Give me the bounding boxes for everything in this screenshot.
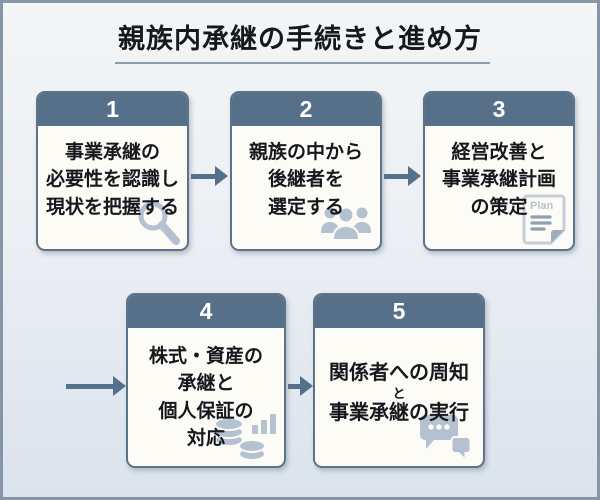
step-2-body: 親族の中から 後継者を 選定する — [232, 126, 380, 249]
step-2-number-badge: 2 — [232, 93, 380, 126]
step-5-body: 関係者への周知 と 事業承継の実行 — [315, 328, 483, 466]
step-2-text: 親族の中から 後継者を 選定する — [232, 126, 380, 221]
step-card-3: 3 Plan 経営改善と 事業承継計画 の策定 — [423, 91, 575, 251]
step-text-line: 選定する — [267, 196, 344, 218]
step-card-1: 1 事業承継の 必要性を認識し 現状を把握する — [36, 91, 189, 251]
arrow-head — [215, 166, 228, 186]
step-card-4: 4 株式・資産の 承継と 個人保証の — [126, 293, 286, 468]
step-text-line: 関係者への周知 — [329, 362, 469, 384]
step-text-line: の策定 — [470, 196, 528, 218]
arrow-shaft — [66, 383, 113, 389]
step-text-line: 現状を把握する — [45, 196, 179, 218]
step-number: 1 — [106, 96, 119, 122]
step-4-number-badge: 4 — [128, 295, 284, 328]
flow-arrow-into-4 — [66, 376, 126, 396]
step-3-number-badge: 3 — [425, 93, 573, 126]
step-text-joiner: と — [392, 385, 406, 401]
step-card-2: 2 親族の中から 後継者を 選定する — [230, 91, 382, 251]
step-5-text: 関係者への周知 と 事業承継の実行 — [315, 328, 483, 428]
step-text-line: 事業承継の実行 — [329, 401, 469, 424]
step-text-line: 必要性を認識し — [45, 169, 179, 191]
step-text-line: 親族の中から — [248, 142, 363, 163]
coins-bar-chart-icon — [214, 414, 276, 461]
step-text-line: 経営改善と — [451, 142, 547, 163]
step-number: 5 — [392, 298, 406, 324]
step-card-5: 5 関係者への周知 と 事業承継の実行 — [313, 293, 485, 468]
arrow-shaft — [191, 173, 215, 179]
step-1-text: 事業承継の 必要性を認識し 現状を把握する — [38, 126, 187, 221]
title-underline — [115, 62, 490, 64]
step-text-line: 株式・資産の — [148, 346, 263, 367]
plan-document-icon: Plan — [522, 194, 566, 245]
step-text-line: 承継と — [177, 373, 235, 395]
step-text-line: 後継者を — [267, 169, 344, 191]
people-group-icon — [321, 206, 371, 241]
step-number: 2 — [299, 96, 313, 122]
step-4-body: 株式・資産の 承継と 個人保証の 対応 — [128, 328, 284, 466]
speech-bubbles-icon — [420, 415, 472, 460]
step-1-body: 事業承継の 必要性を認識し 現状を把握する — [38, 126, 187, 249]
step-3-text: 経営改善と 事業承継計画 の策定 — [425, 126, 573, 221]
step-text-line: 事業承継計画 — [441, 169, 556, 191]
step-5-number-badge: 5 — [315, 295, 483, 328]
step-text-line: 個人保証の — [158, 400, 254, 422]
step-number: 3 — [492, 96, 506, 122]
step-3-body: Plan 経営改善と 事業承継計画 の策定 — [425, 126, 573, 249]
flow-arrow-2-3 — [384, 166, 421, 186]
search-icon — [138, 201, 180, 245]
step-text-line: 対応 — [186, 428, 225, 450]
page-title: 親族内承継の手続きと進め方 — [118, 24, 482, 54]
flow-arrow-4-5 — [288, 376, 313, 396]
arrow-head — [408, 166, 421, 186]
step-number: 4 — [199, 298, 213, 324]
arrow-head — [300, 376, 313, 396]
step-4-text: 株式・資産の 承継と 個人保証の 対応 — [128, 328, 284, 452]
arrow-head — [113, 376, 126, 396]
step-text-line: 事業承継の — [64, 142, 160, 163]
arrow-shaft — [288, 383, 300, 389]
flow-arrow-1-2 — [191, 166, 228, 186]
step-1-number-badge: 1 — [38, 93, 187, 126]
plan-label: Plan — [530, 200, 554, 212]
arrow-shaft — [384, 173, 408, 179]
